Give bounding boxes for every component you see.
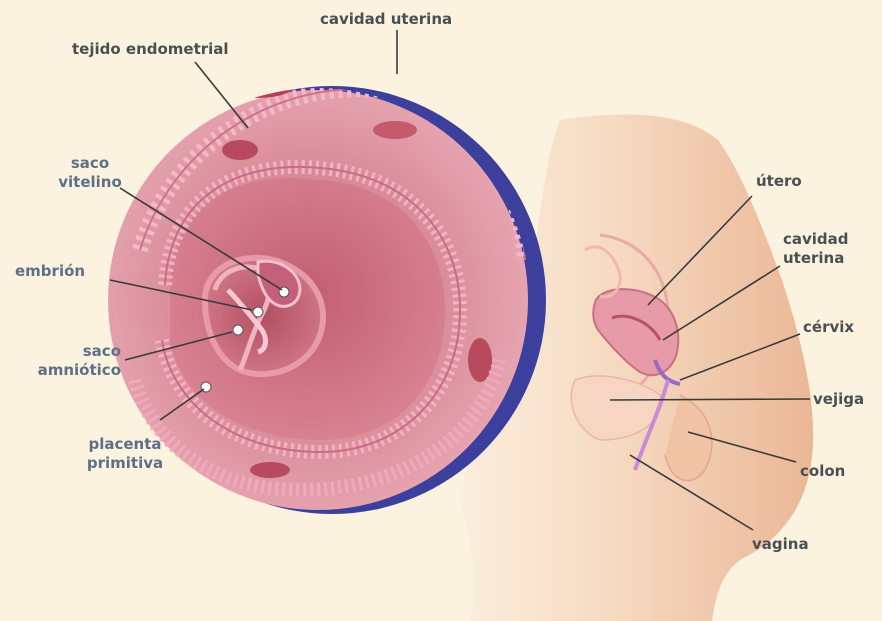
label-cavidad-uterina-top: cavidad uterina [320, 10, 452, 29]
label-saco-vitelino-line1: saco [55, 154, 125, 173]
leader-vejiga [610, 399, 810, 400]
label-placenta-primitiva-line1: placenta [75, 435, 175, 454]
label-vagina: vagina [752, 535, 809, 554]
label-placenta-primitiva: placenta primitiva [75, 435, 175, 473]
label-cavidad-uterina-right-line2: uterina [783, 249, 849, 268]
label-utero: útero [756, 172, 802, 191]
label-cavidad-uterina-right-line1: cavidad [783, 230, 849, 249]
label-saco-amniotico: saco amniótico [15, 342, 121, 380]
label-saco-amniotico-line1: saco [15, 342, 121, 361]
label-embrion: embrión [15, 262, 85, 281]
label-saco-vitelino: saco vitelino [55, 154, 125, 192]
label-cavidad-uterina-right: cavidad uterina [783, 230, 849, 268]
label-vejiga: vejiga [813, 390, 864, 409]
label-cervix: cérvix [803, 318, 854, 337]
label-saco-vitelino-line2: vitelino [55, 173, 125, 192]
label-tejido-endometrial: tejido endometrial [72, 40, 229, 59]
label-colon: colon [800, 462, 845, 481]
label-saco-amniotico-line2: amniótico [15, 361, 121, 380]
label-placenta-primitiva-line2: primitiva [75, 454, 175, 473]
